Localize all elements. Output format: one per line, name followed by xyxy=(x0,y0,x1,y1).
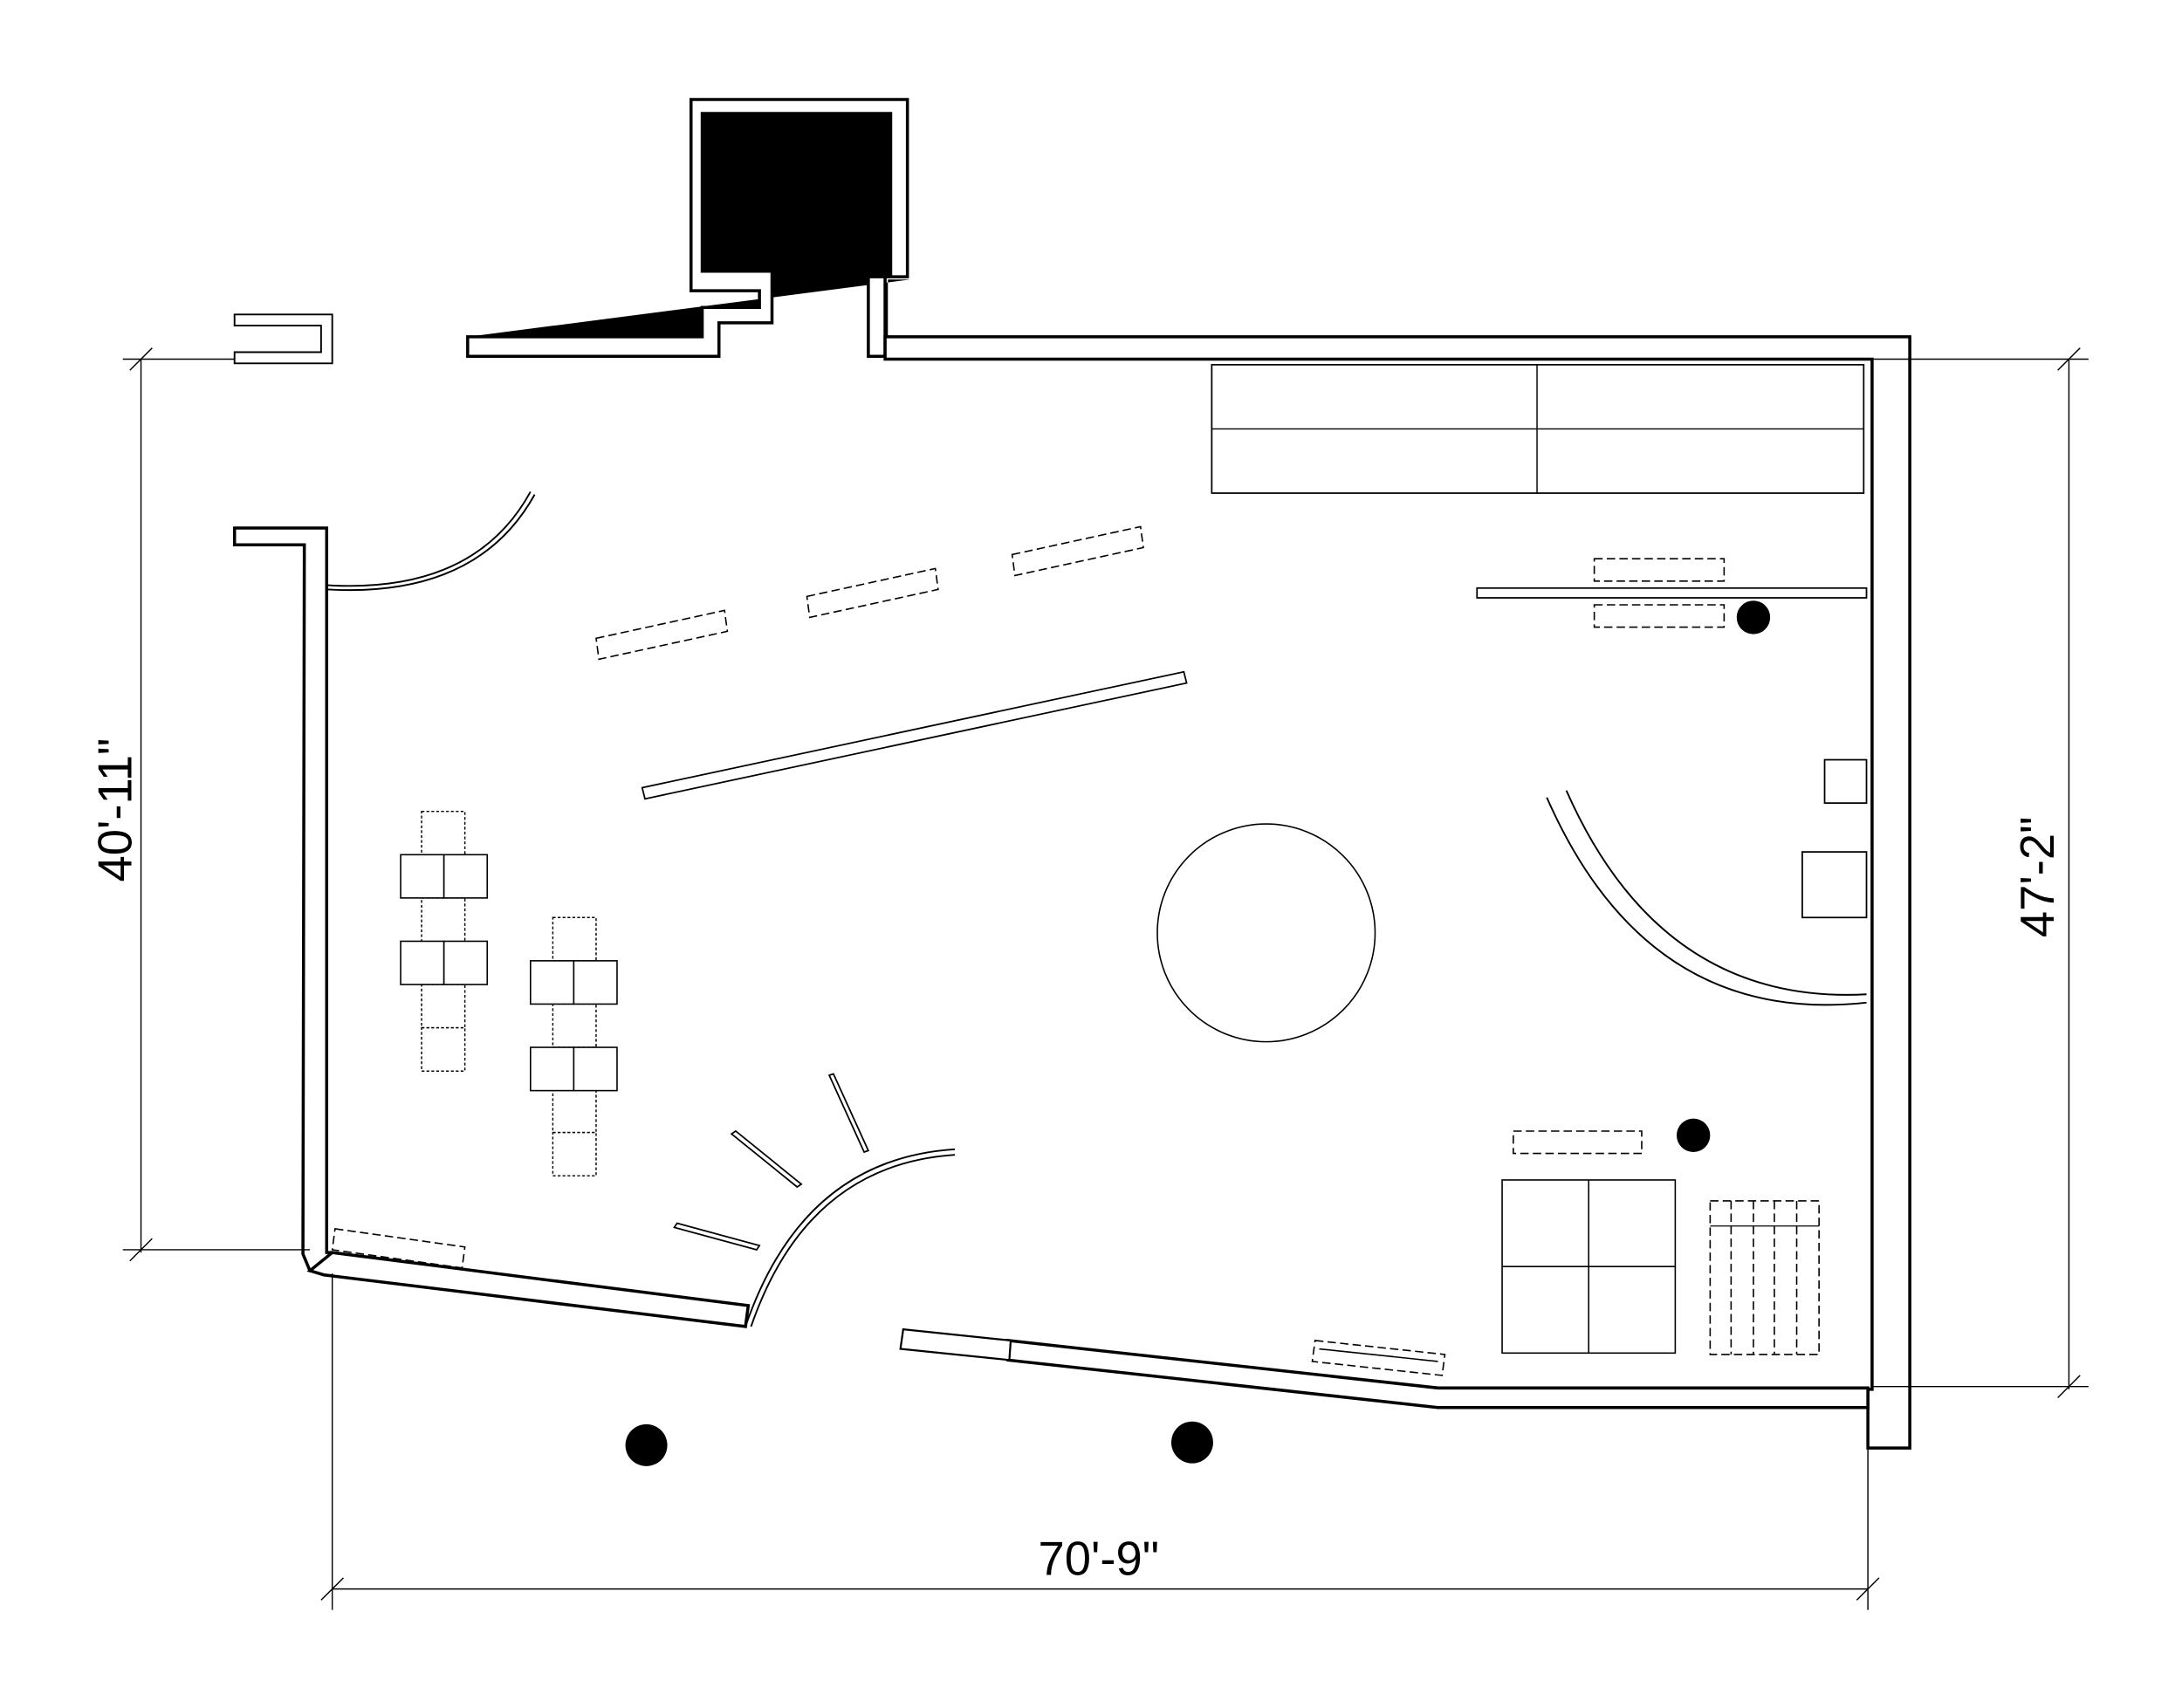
seating-cluster-center-solid xyxy=(530,960,618,1092)
dashed-shelf-upper xyxy=(1593,558,1726,582)
stool xyxy=(421,897,466,943)
dashed-rack xyxy=(1709,1200,1820,1355)
dim-right-tick-bottom xyxy=(2057,1375,2081,1399)
wall-top-west xyxy=(466,98,909,359)
entrance-arc-inner xyxy=(750,1154,956,1327)
angled-panel-1 xyxy=(673,1222,761,1251)
door-swings xyxy=(327,490,1867,1327)
right-cabinet-large xyxy=(1801,851,1868,919)
curved-wall-east-inner xyxy=(1565,790,1867,996)
seat xyxy=(443,854,489,899)
seating-cluster-west-solid xyxy=(400,854,489,985)
dashed-bench-south-inner xyxy=(1319,1348,1438,1362)
seat xyxy=(573,960,618,1005)
stool xyxy=(421,810,466,856)
stool xyxy=(421,1026,466,1072)
seat xyxy=(400,940,445,985)
entrance-threshold xyxy=(899,1327,1012,1362)
counter-divisions xyxy=(1211,364,1864,494)
fixtures xyxy=(641,363,1868,1251)
wall-top-left xyxy=(467,99,1911,1450)
curved-wall-east-outer xyxy=(1546,797,1867,1006)
column-east xyxy=(1676,1118,1711,1152)
dashed-fixtures xyxy=(331,525,1726,1376)
walls xyxy=(467,99,1911,1450)
dim-bottom-tick-right xyxy=(1856,1577,1880,1601)
diagonal-display-wall xyxy=(641,670,1188,800)
dim-right-label: 47'-2" xyxy=(2011,817,2064,938)
seat xyxy=(400,854,445,899)
dim-right-tick-top xyxy=(2057,347,2081,371)
dashed-bench-2 xyxy=(806,567,939,619)
dim-left-label: 40'-11" xyxy=(88,738,141,882)
stool xyxy=(552,916,597,962)
wall-outlines xyxy=(232,98,1911,1450)
stool xyxy=(421,984,466,1029)
dim-left-tick-top xyxy=(129,347,153,371)
rack-frame xyxy=(1709,1200,1820,1355)
wall-bottom-east xyxy=(1006,1338,1870,1410)
dashed-bench-1 xyxy=(595,609,729,661)
seat xyxy=(530,1046,575,1092)
right-shelf xyxy=(1476,586,1868,599)
angled-panel-2 xyxy=(730,1129,803,1189)
dashed-bench-southwest xyxy=(331,1228,466,1269)
wall-bottom-west xyxy=(306,1251,751,1328)
round-table xyxy=(1156,823,1376,1043)
entrance-arc xyxy=(744,1148,956,1327)
column-south-center xyxy=(1170,1421,1213,1464)
columns xyxy=(625,600,1771,1466)
wall-left xyxy=(232,526,334,1272)
table-bottom-right xyxy=(1501,1179,1677,1355)
angled-panel-3 xyxy=(827,1073,870,1154)
threshold-panel xyxy=(899,1327,1012,1362)
seating-cluster-center xyxy=(552,916,597,1176)
door-arc-west-inner xyxy=(327,494,536,592)
right-cabinet-small xyxy=(1823,758,1868,804)
dim-left-tick-bottom xyxy=(129,1238,153,1262)
column-northeast xyxy=(1736,600,1771,634)
dimension-lines xyxy=(122,347,2089,1610)
dim-bottom-tick-left xyxy=(320,1577,344,1601)
dashed-bench-south xyxy=(1311,1340,1446,1376)
dashed-shelf-lower xyxy=(1593,604,1726,628)
seat xyxy=(443,940,489,985)
column-south-west xyxy=(625,1423,668,1466)
wall-top-east-and-right xyxy=(883,335,1911,1450)
stool xyxy=(552,1003,597,1048)
seat xyxy=(573,1046,618,1092)
stool xyxy=(552,1131,597,1176)
dashed-bench-3 xyxy=(1011,525,1144,577)
stool xyxy=(552,1088,597,1134)
seat xyxy=(530,960,575,1005)
door-arc-west xyxy=(327,490,532,587)
seating-cluster-west xyxy=(421,810,466,1072)
dim-bottom-label: 70'-9" xyxy=(1039,1533,1160,1586)
dashed-bench-east xyxy=(1513,1130,1643,1155)
bracket-symbol xyxy=(233,313,333,365)
